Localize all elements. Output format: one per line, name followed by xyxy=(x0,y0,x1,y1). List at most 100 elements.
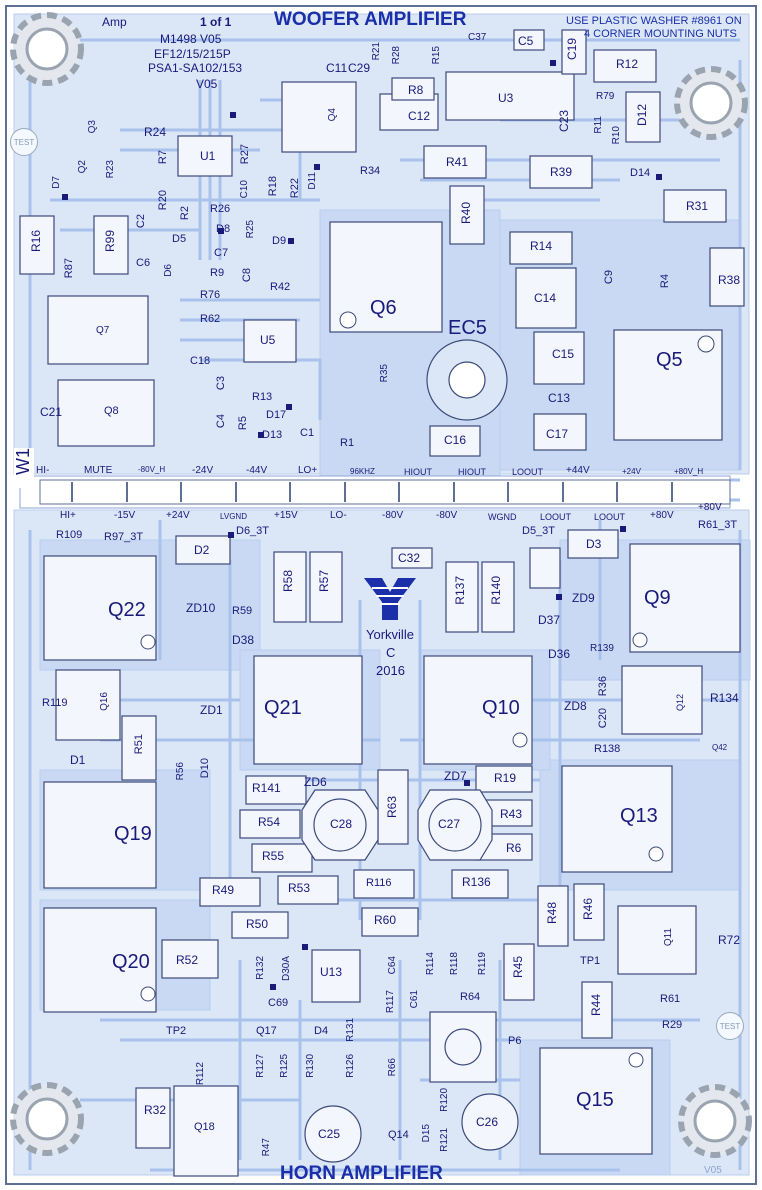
pin-label: +80V_H xyxy=(674,467,704,476)
component-label: Q16 xyxy=(99,692,110,711)
component-label: R43 xyxy=(500,807,523,821)
component-label: D30A xyxy=(281,956,292,982)
component-label: Q22 xyxy=(108,599,146,621)
component-label: R23 xyxy=(105,160,116,179)
component-label: R21 xyxy=(371,42,382,61)
pin-label: -80V xyxy=(436,510,458,521)
pin-label: HIOUT xyxy=(458,467,486,477)
component-label: R132 xyxy=(255,956,266,980)
component-label: R19 xyxy=(494,771,517,785)
component-label: Q42 xyxy=(712,743,728,752)
component-label: C7 xyxy=(214,247,229,259)
component-label: U1 xyxy=(200,149,216,163)
component-label: D5 xyxy=(172,233,187,245)
pin-label: +80V xyxy=(650,510,674,521)
models-psa: PSA1-SA102/153 xyxy=(148,61,243,75)
component-label: TP1 xyxy=(580,955,601,967)
component-label: R41 xyxy=(446,155,469,169)
component-label: Q19 xyxy=(114,823,152,845)
component-label: R6 xyxy=(506,841,522,855)
component-label: R87 xyxy=(63,258,75,279)
component-label: Q9 xyxy=(644,587,671,609)
component-label: R18 xyxy=(267,176,279,197)
component-label: C61 xyxy=(409,990,420,1009)
component-label: R140 xyxy=(489,576,503,605)
component-label: R25 xyxy=(245,220,256,239)
component-label: C27 xyxy=(438,817,461,831)
component-label: R10 xyxy=(611,126,622,145)
component-label: R46 xyxy=(581,898,595,921)
pin-label: HI+ xyxy=(60,510,76,521)
component-label: TP2 xyxy=(166,1025,187,1037)
yorkville-logo-icon xyxy=(364,578,416,620)
component-label: Q21 xyxy=(264,697,302,719)
component-label: R57 xyxy=(317,570,331,593)
component-label: D37 xyxy=(538,613,561,627)
component-label: R134 xyxy=(710,691,739,705)
component-label: R125 xyxy=(279,1054,290,1078)
component-label: R127 xyxy=(255,1054,266,1078)
component-label: R59 xyxy=(232,605,253,617)
title-woofer: WOOFER AMPLIFIER xyxy=(274,9,467,30)
component-label: R48 xyxy=(545,902,559,925)
component-label: R20 xyxy=(157,190,169,211)
test-point-right: TEST xyxy=(716,1012,744,1040)
model-label: M1498 V05 xyxy=(160,32,222,46)
component-label: R12 xyxy=(616,57,639,71)
component-label: R99 xyxy=(103,230,117,253)
copyright-letter: C xyxy=(386,645,396,660)
component-label: C13 xyxy=(548,391,571,405)
models-ef: EF12/15/215P xyxy=(154,47,231,61)
component-label: D12 xyxy=(635,104,649,127)
mounting-hole-top-left xyxy=(10,12,84,86)
component-label: C4 xyxy=(215,414,227,429)
component-label: R47 xyxy=(261,1138,272,1157)
mounting-hole-bottom-right xyxy=(678,1084,752,1158)
component-label: R39 xyxy=(550,165,573,179)
component-label: R62 xyxy=(200,313,221,325)
component-label: R97_3T xyxy=(104,531,144,543)
component-label: C23 xyxy=(557,110,571,133)
corner-version: V05 xyxy=(704,1165,722,1176)
title-horn: HORN AMPLIFIER xyxy=(280,1163,443,1184)
component-label: C28 xyxy=(330,817,353,831)
component-label: R64 xyxy=(460,991,481,1003)
component-label: D14 xyxy=(630,167,651,179)
pin-label: LOOUT xyxy=(594,512,626,522)
component-label: R52 xyxy=(176,953,199,967)
pin-label: +80V xyxy=(698,502,722,513)
component-label: R58 xyxy=(281,570,295,593)
pin-label: LVGND xyxy=(220,512,247,521)
component-label: Q2 xyxy=(77,160,88,174)
component-label: R114 xyxy=(425,952,436,976)
component-label: R120 xyxy=(439,1088,450,1112)
component-label: R15 xyxy=(431,46,442,65)
component-label: Q3 xyxy=(87,120,98,134)
component-label: D1 xyxy=(70,753,86,767)
mounting-hole-top-right xyxy=(674,66,748,140)
component-label: Q8 xyxy=(104,405,119,417)
component-label: R63 xyxy=(385,796,399,819)
component-label: R40 xyxy=(459,202,473,225)
pin-label: LOOUT xyxy=(540,512,572,522)
component-label: C11 xyxy=(326,61,348,75)
component-label: R8 xyxy=(408,83,424,97)
amp-label: Amp xyxy=(102,15,127,29)
component-label: D2 xyxy=(194,543,210,557)
component-label: U3 xyxy=(498,91,514,105)
component-label: R126 xyxy=(345,1054,356,1078)
component-label: D38 xyxy=(232,633,255,647)
component-label: Q18 xyxy=(194,1121,215,1133)
pin-label: -80V_H xyxy=(138,465,166,474)
component-label: C29 xyxy=(348,61,371,75)
component-label: R55 xyxy=(262,849,285,863)
component-label: EC5 xyxy=(448,317,487,339)
component-label: R60 xyxy=(374,913,397,927)
component-label: R112 xyxy=(195,1062,206,1086)
component-label: C14 xyxy=(534,291,557,305)
component-label: R130 xyxy=(305,1054,316,1078)
page-info: 1 of 1 xyxy=(200,15,232,29)
component-label: R27 xyxy=(239,144,251,165)
component-label: R141 xyxy=(252,781,281,795)
